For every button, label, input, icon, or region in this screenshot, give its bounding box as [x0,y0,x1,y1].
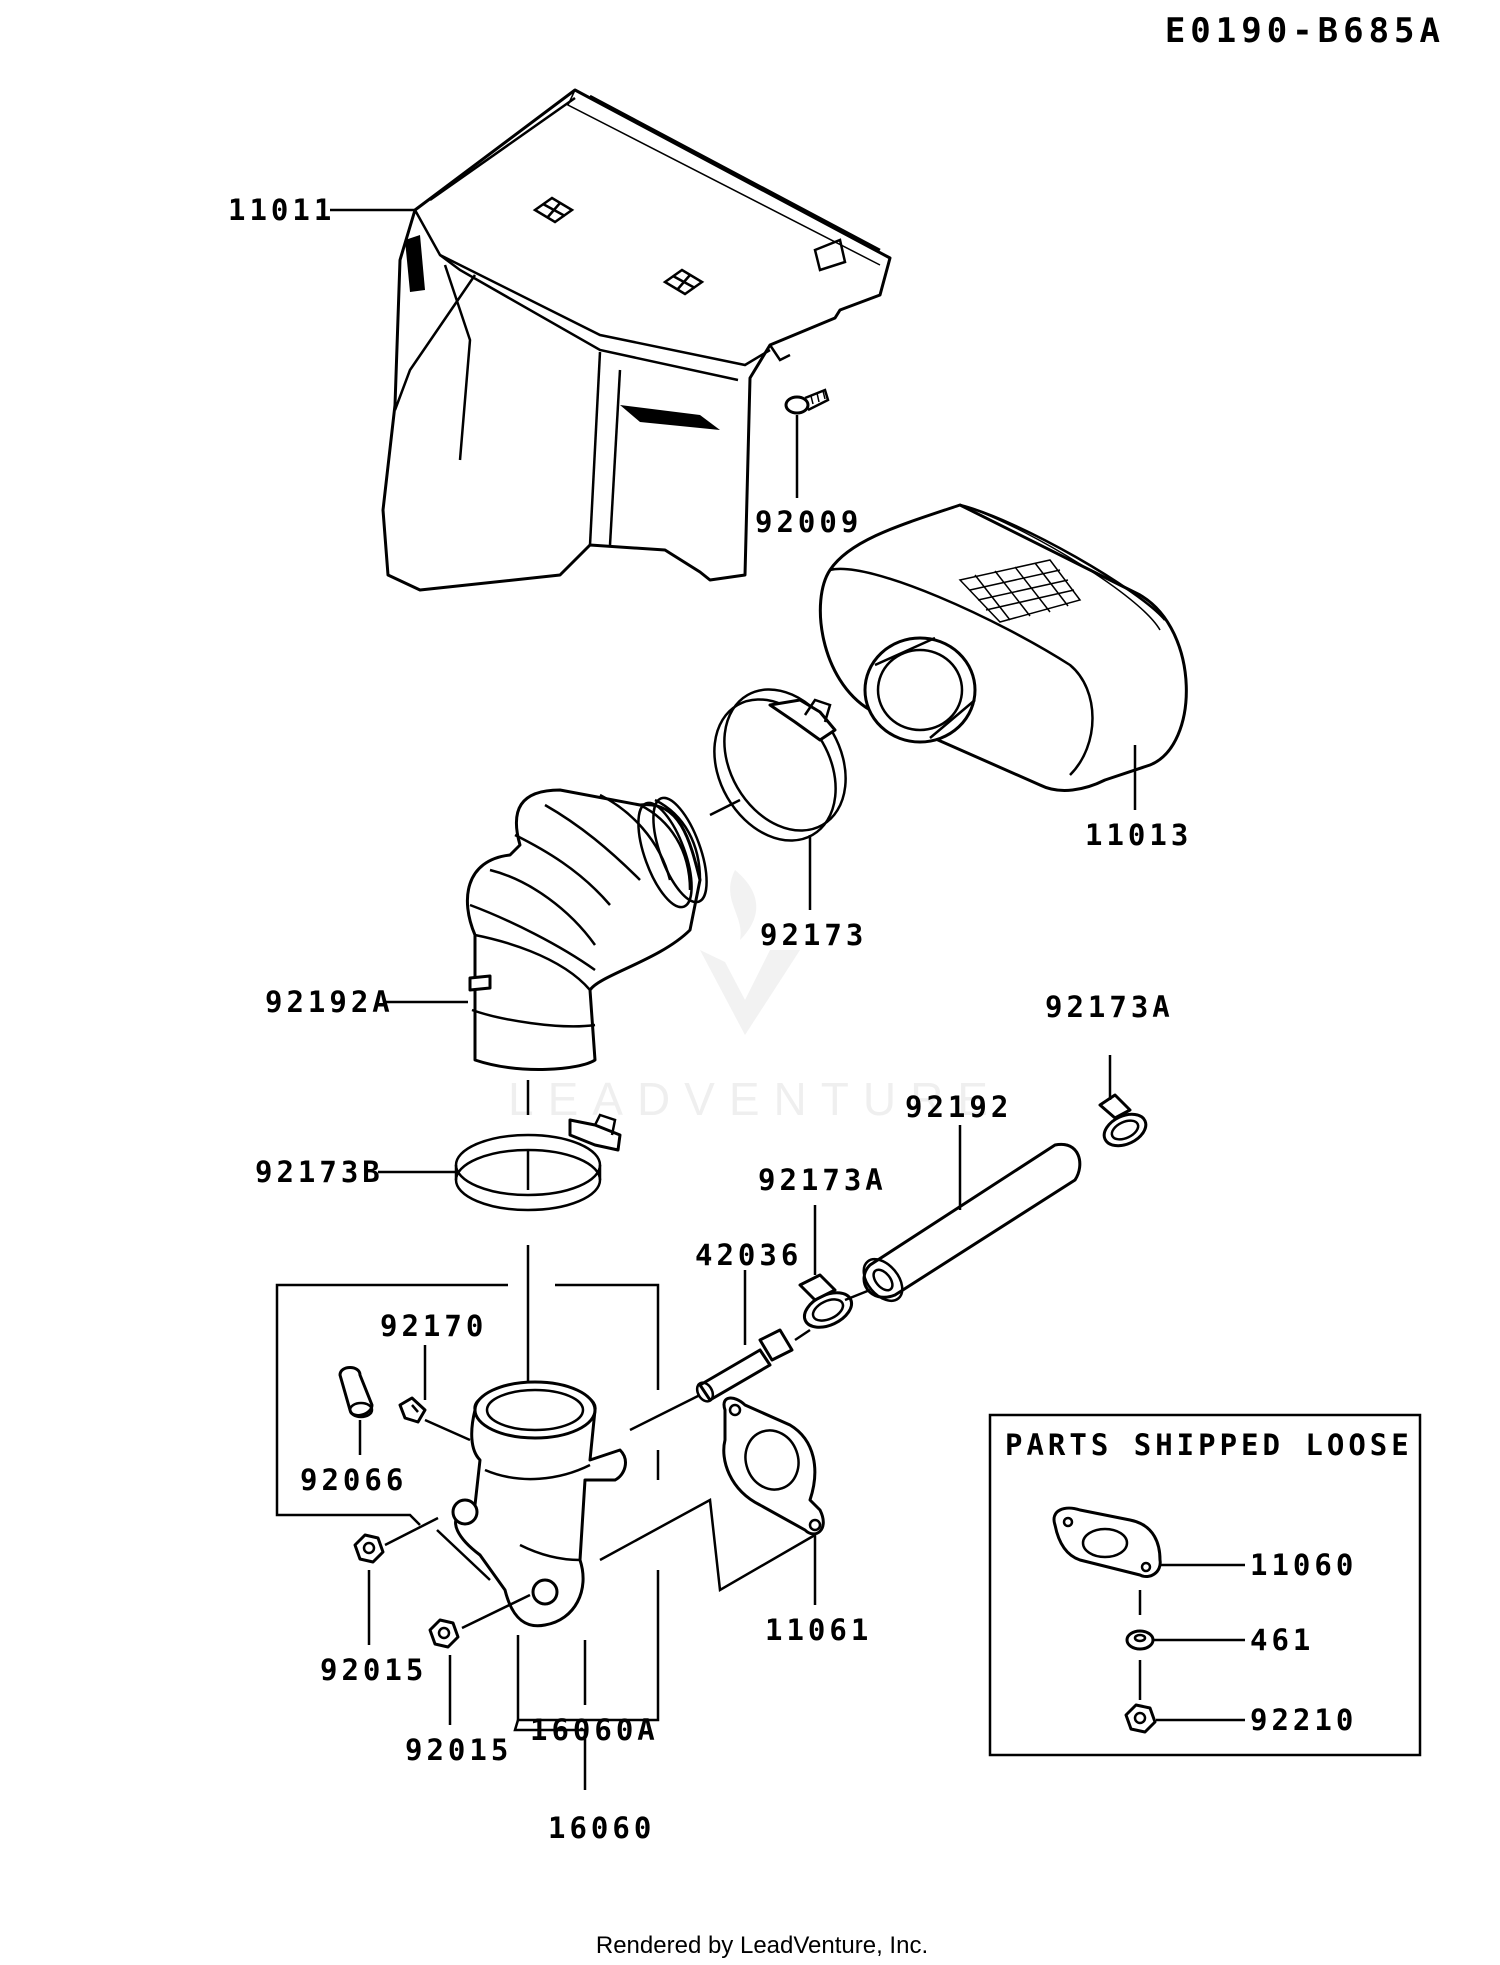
label-92173B[interactable]: 92173B [255,1155,384,1189]
part-461-washer[interactable] [1125,1629,1155,1651]
assembly-16060-bracket [275,1283,660,1790]
part-92192A-elbow[interactable] [465,788,717,1071]
lift-here-tag-front [620,405,720,430]
label-92173A-top[interactable]: 92173A [1045,990,1174,1024]
part-42036-fitting[interactable] [694,1328,794,1404]
label-92015-b[interactable]: 92015 [405,1733,512,1767]
part-92066-cap[interactable] [338,1366,374,1419]
parts-shipped-loose-box: PARTS SHIPPED LOOSE 11060 461 92210 [988,1413,1422,1757]
part-92173B-clamp[interactable] [454,1113,622,1212]
part-11011-cover[interactable] [381,88,892,592]
part-92192-hose[interactable] [856,1142,1082,1308]
part-92009-screw[interactable] [784,388,830,415]
part-92173A-clamp-top[interactable] [1098,1093,1151,1152]
part-92015-nut-b[interactable] [428,1618,460,1649]
label-11013[interactable]: 11013 [1085,818,1192,852]
part-16060A-manifold[interactable] [451,1380,627,1628]
label-92170[interactable]: 92170 [380,1309,487,1343]
part-11061-gasket[interactable] [722,1396,825,1536]
part-11013-filter[interactable] [818,503,1188,792]
part-92170-clip[interactable] [398,1396,427,1424]
label-92173[interactable]: 92173 [760,918,867,952]
label-92066[interactable]: 92066 [300,1463,407,1497]
part-11060-gasket[interactable] [1052,1506,1162,1578]
part-92173-clamp[interactable] [690,668,870,863]
label-16060[interactable]: 16060 [548,1811,655,1845]
label-461[interactable]: 461 [1250,1623,1314,1657]
label-92009[interactable]: 92009 [755,505,862,539]
watermark-text: LEADVENTURE [508,1073,1002,1125]
filter-mesh [958,559,1082,623]
watermark: LEADVENTURE [508,870,1002,1125]
diagram-code: E0190-B685A [1165,11,1445,51]
label-11061[interactable]: 11061 [765,1613,872,1647]
label-42036[interactable]: 42036 [695,1238,802,1272]
label-92015-a[interactable]: 92015 [320,1653,427,1687]
label-11011[interactable]: 11011 [228,193,335,227]
label-92192[interactable]: 92192 [905,1090,1012,1124]
label-16060A[interactable]: 16060A [530,1713,659,1747]
footer-credit: Rendered by LeadVenture, Inc. [596,1932,928,1959]
parts-box-title: PARTS SHIPPED LOOSE [1005,1428,1413,1462]
lift-here-tag-left [405,235,425,292]
label-92173A-mid[interactable]: 92173A [758,1163,887,1197]
part-92173A-clamp-mid[interactable] [798,1273,857,1334]
label-92192A[interactable]: 92192A [265,985,394,1019]
part-92210-nut[interactable] [1124,1703,1157,1734]
label-11060[interactable]: 11060 [1250,1548,1357,1582]
label-92210[interactable]: 92210 [1250,1703,1357,1737]
part-92015-nut-a[interactable] [353,1533,385,1564]
